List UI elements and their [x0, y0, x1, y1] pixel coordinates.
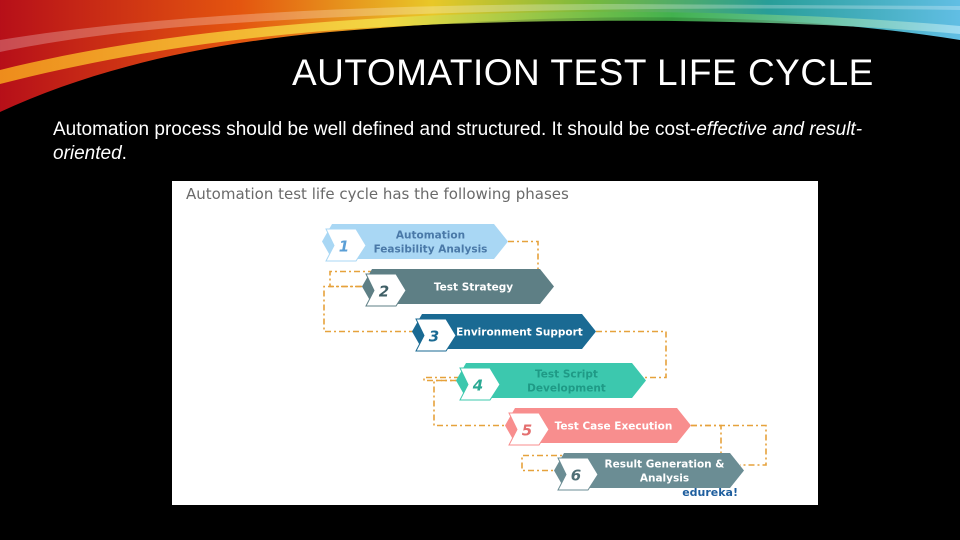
phase-label: Result Generation & — [605, 459, 725, 471]
phase-label: Test Script — [535, 369, 598, 381]
phase-label: Development — [527, 383, 606, 395]
edureka-logo: edureka! — [682, 486, 738, 499]
phase-step-5: 5 Test Case Execution — [505, 408, 691, 445]
phase-number: 1 — [339, 238, 349, 256]
slide-title: AUTOMATION TEST LIFE CYCLE — [292, 52, 932, 94]
phase-step-6: 6 Result Generation & Analysis — [554, 453, 744, 490]
phase-number: 3 — [429, 328, 439, 346]
phase-step-2: 2 Test Strategy — [362, 269, 554, 306]
phase-label: Test Strategy — [434, 282, 513, 294]
phase-label: Automation — [396, 230, 465, 242]
phase-label: Test Case Execution — [555, 421, 673, 433]
body-text-normal: Automation process should be well define… — [53, 119, 696, 140]
phase-label: Analysis — [640, 473, 689, 485]
phase-number: 4 — [472, 377, 483, 395]
phase-number: 5 — [522, 422, 532, 440]
phase-step-3: 3 Environment Support — [412, 314, 596, 351]
life-cycle-diagram: Automation test life cycle has the follo… — [172, 181, 818, 505]
phase-label: Feasibility Analysis — [374, 244, 488, 256]
body-text-end: . — [122, 143, 127, 164]
slide-body-text: Automation process should be well define… — [53, 118, 923, 166]
phase-number: 2 — [379, 283, 389, 301]
phase-number: 6 — [571, 467, 581, 485]
phase-label: Environment Support — [456, 327, 583, 339]
